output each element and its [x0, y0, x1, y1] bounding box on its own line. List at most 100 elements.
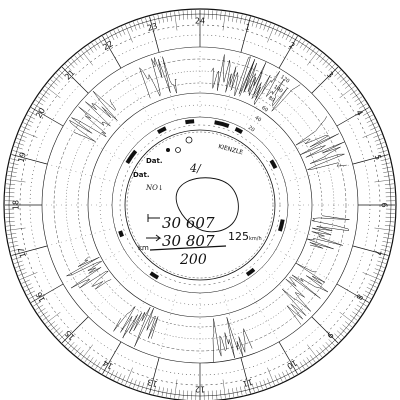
hour-label: 13 [146, 377, 158, 388]
time-tick [45, 86, 61, 98]
time-tick [322, 58, 329, 66]
time-tick [232, 12, 235, 22]
time-tick [12, 256, 22, 260]
time-tick [182, 10, 184, 20]
time-tick [311, 316, 339, 344]
time-tick [18, 272, 27, 276]
time-tick [149, 357, 160, 394]
time-tick [178, 389, 180, 399]
time-tick [380, 249, 390, 252]
time-tick [303, 42, 309, 51]
time-graduation-lines [5, 10, 395, 400]
hour-label: 9 [325, 330, 335, 340]
time-tick [382, 241, 392, 244]
time-tick [149, 16, 160, 53]
time-tick [228, 12, 230, 22]
time-tick [84, 354, 91, 363]
time-tick [222, 379, 226, 399]
time-tick [19, 130, 38, 138]
time-tick [296, 38, 302, 47]
time-tick [133, 379, 137, 389]
time-tick [5, 187, 15, 189]
time-tick [133, 21, 137, 31]
time-tick [26, 290, 36, 296]
time-tick [8, 241, 18, 244]
time-tick [125, 367, 133, 386]
hour-label: 5 [373, 154, 383, 161]
speed-trace [282, 262, 329, 325]
time-tick [106, 367, 111, 377]
time-tick [42, 314, 51, 321]
time-tick [376, 264, 385, 268]
time-tick [11, 154, 48, 165]
activity-bar [269, 159, 278, 170]
time-tick [337, 330, 344, 337]
center-field: KIENZLE Dat. Dat. km 125 km/h 4/ NO↓ 30 … [124, 129, 276, 281]
time-tick [376, 142, 385, 146]
scribble-1: 4/ [189, 162, 202, 175]
time-tick [5, 216, 15, 218]
time-tick [299, 40, 305, 49]
speed-trace [306, 215, 350, 250]
time-tick [240, 357, 251, 394]
time-tick [344, 321, 353, 328]
time-tick [267, 24, 275, 43]
time-tick [307, 344, 319, 360]
speed-trace [239, 60, 301, 112]
time-tick [349, 89, 358, 96]
time-tick [383, 237, 393, 240]
speed-trace [68, 90, 118, 142]
time-tick [165, 12, 168, 22]
hour-label: 22 [101, 39, 114, 52]
time-tick [141, 18, 145, 28]
time-tick [368, 283, 377, 288]
time-tick [30, 283, 64, 303]
hour-label: 24 [195, 17, 205, 26]
time-tick [26, 114, 36, 120]
activity-bar [125, 149, 138, 165]
hour-label: 8 [354, 293, 364, 302]
time-tick [316, 349, 323, 358]
odometer-end: 30 807 [162, 232, 215, 250]
time-tick [316, 52, 323, 61]
activity-bar [149, 271, 160, 280]
time-tick [6, 179, 26, 183]
time-tick [383, 233, 393, 235]
hour-label: 10 [285, 358, 298, 371]
time-tick [319, 347, 326, 355]
hour-guide-line [89, 267, 138, 316]
time-tick [352, 154, 389, 165]
time-tick [328, 339, 335, 346]
time-tick [263, 379, 267, 389]
time-tick [77, 52, 84, 61]
time-tick [325, 342, 332, 349]
time-tick [16, 138, 26, 142]
time-tick [84, 47, 91, 56]
time-tick [12, 150, 22, 154]
time-tick [117, 28, 122, 37]
time-tick [274, 375, 279, 384]
time-tick [377, 260, 387, 264]
time-tick [299, 361, 305, 370]
time-tick [267, 23, 271, 32]
time-tick [309, 47, 316, 56]
time-tick [98, 363, 104, 372]
time-tick [8, 166, 18, 169]
time-tick [65, 339, 72, 346]
time-tick [370, 279, 379, 284]
time-tick [385, 216, 395, 218]
time-tick [352, 311, 360, 317]
hour-guide-line [262, 267, 311, 316]
time-tick [383, 170, 393, 173]
time-tick [95, 361, 101, 370]
time-tick [362, 272, 381, 280]
time-tick [95, 40, 101, 49]
hour-label: 4 [354, 109, 364, 118]
time-tick [236, 387, 239, 397]
hour-guide-line [89, 94, 138, 143]
time-tick [59, 333, 66, 340]
time-tick [385, 221, 395, 223]
time-tick [339, 76, 347, 83]
time-tick [170, 12, 172, 22]
